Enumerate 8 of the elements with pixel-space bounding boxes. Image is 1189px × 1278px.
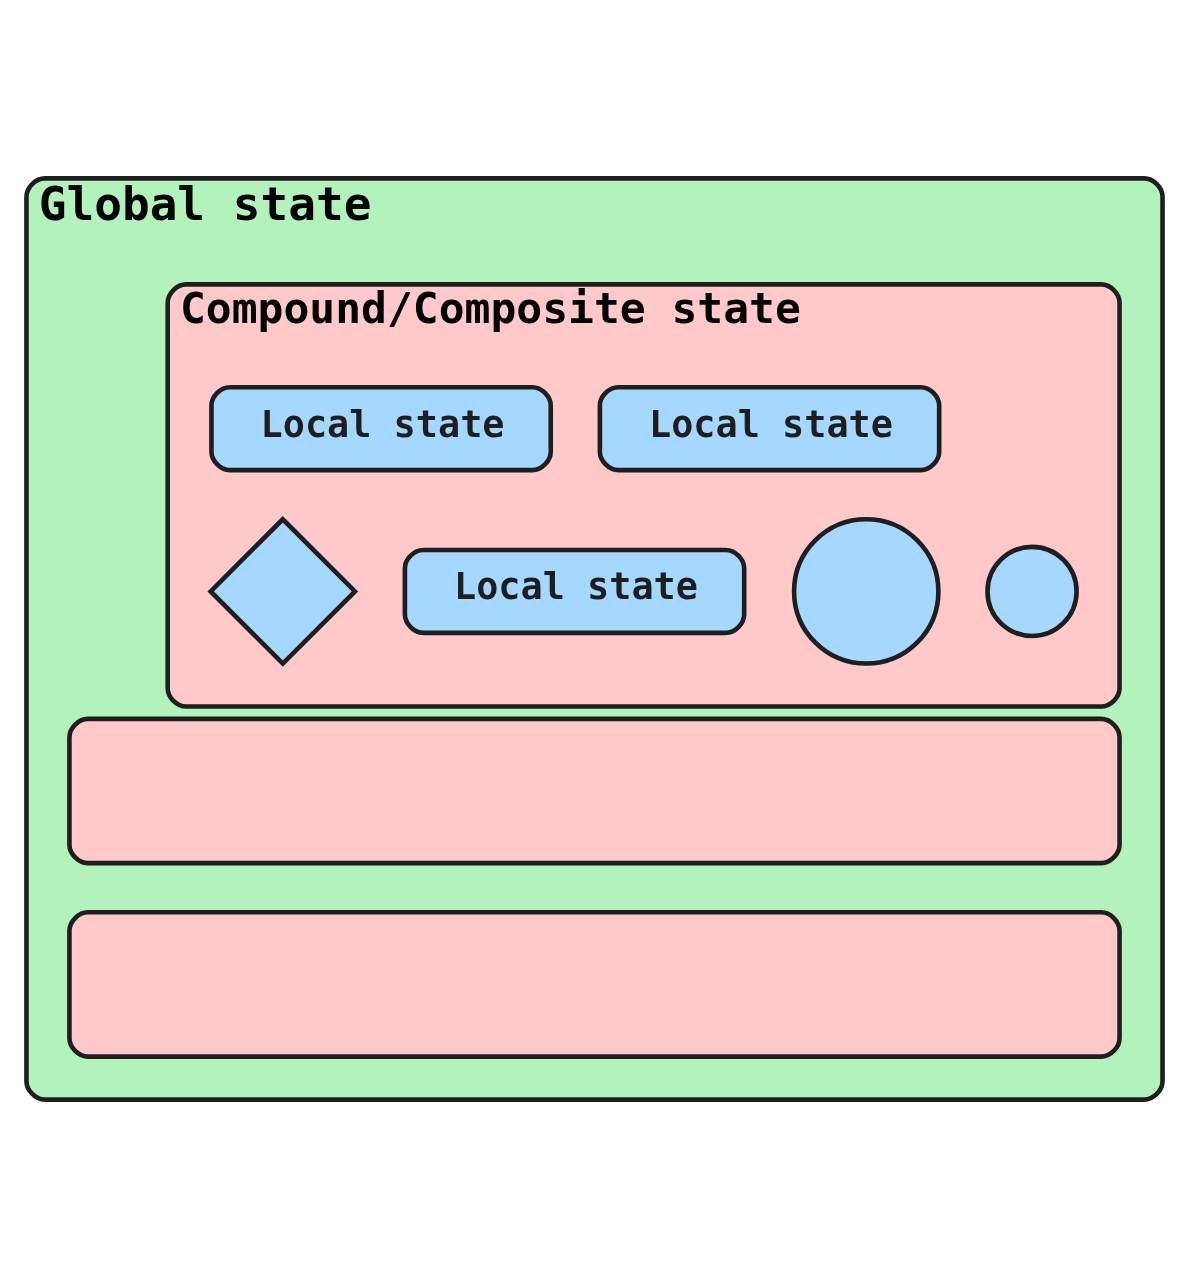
node-circle xyxy=(985,544,1079,639)
node-box: Local state xyxy=(402,547,747,636)
node-box: Local state xyxy=(209,384,554,473)
node-box xyxy=(67,716,1122,866)
node-box xyxy=(67,909,1122,1059)
node-circle xyxy=(791,516,941,666)
node-diamond xyxy=(207,516,359,667)
node-box: Local state xyxy=(597,384,942,473)
